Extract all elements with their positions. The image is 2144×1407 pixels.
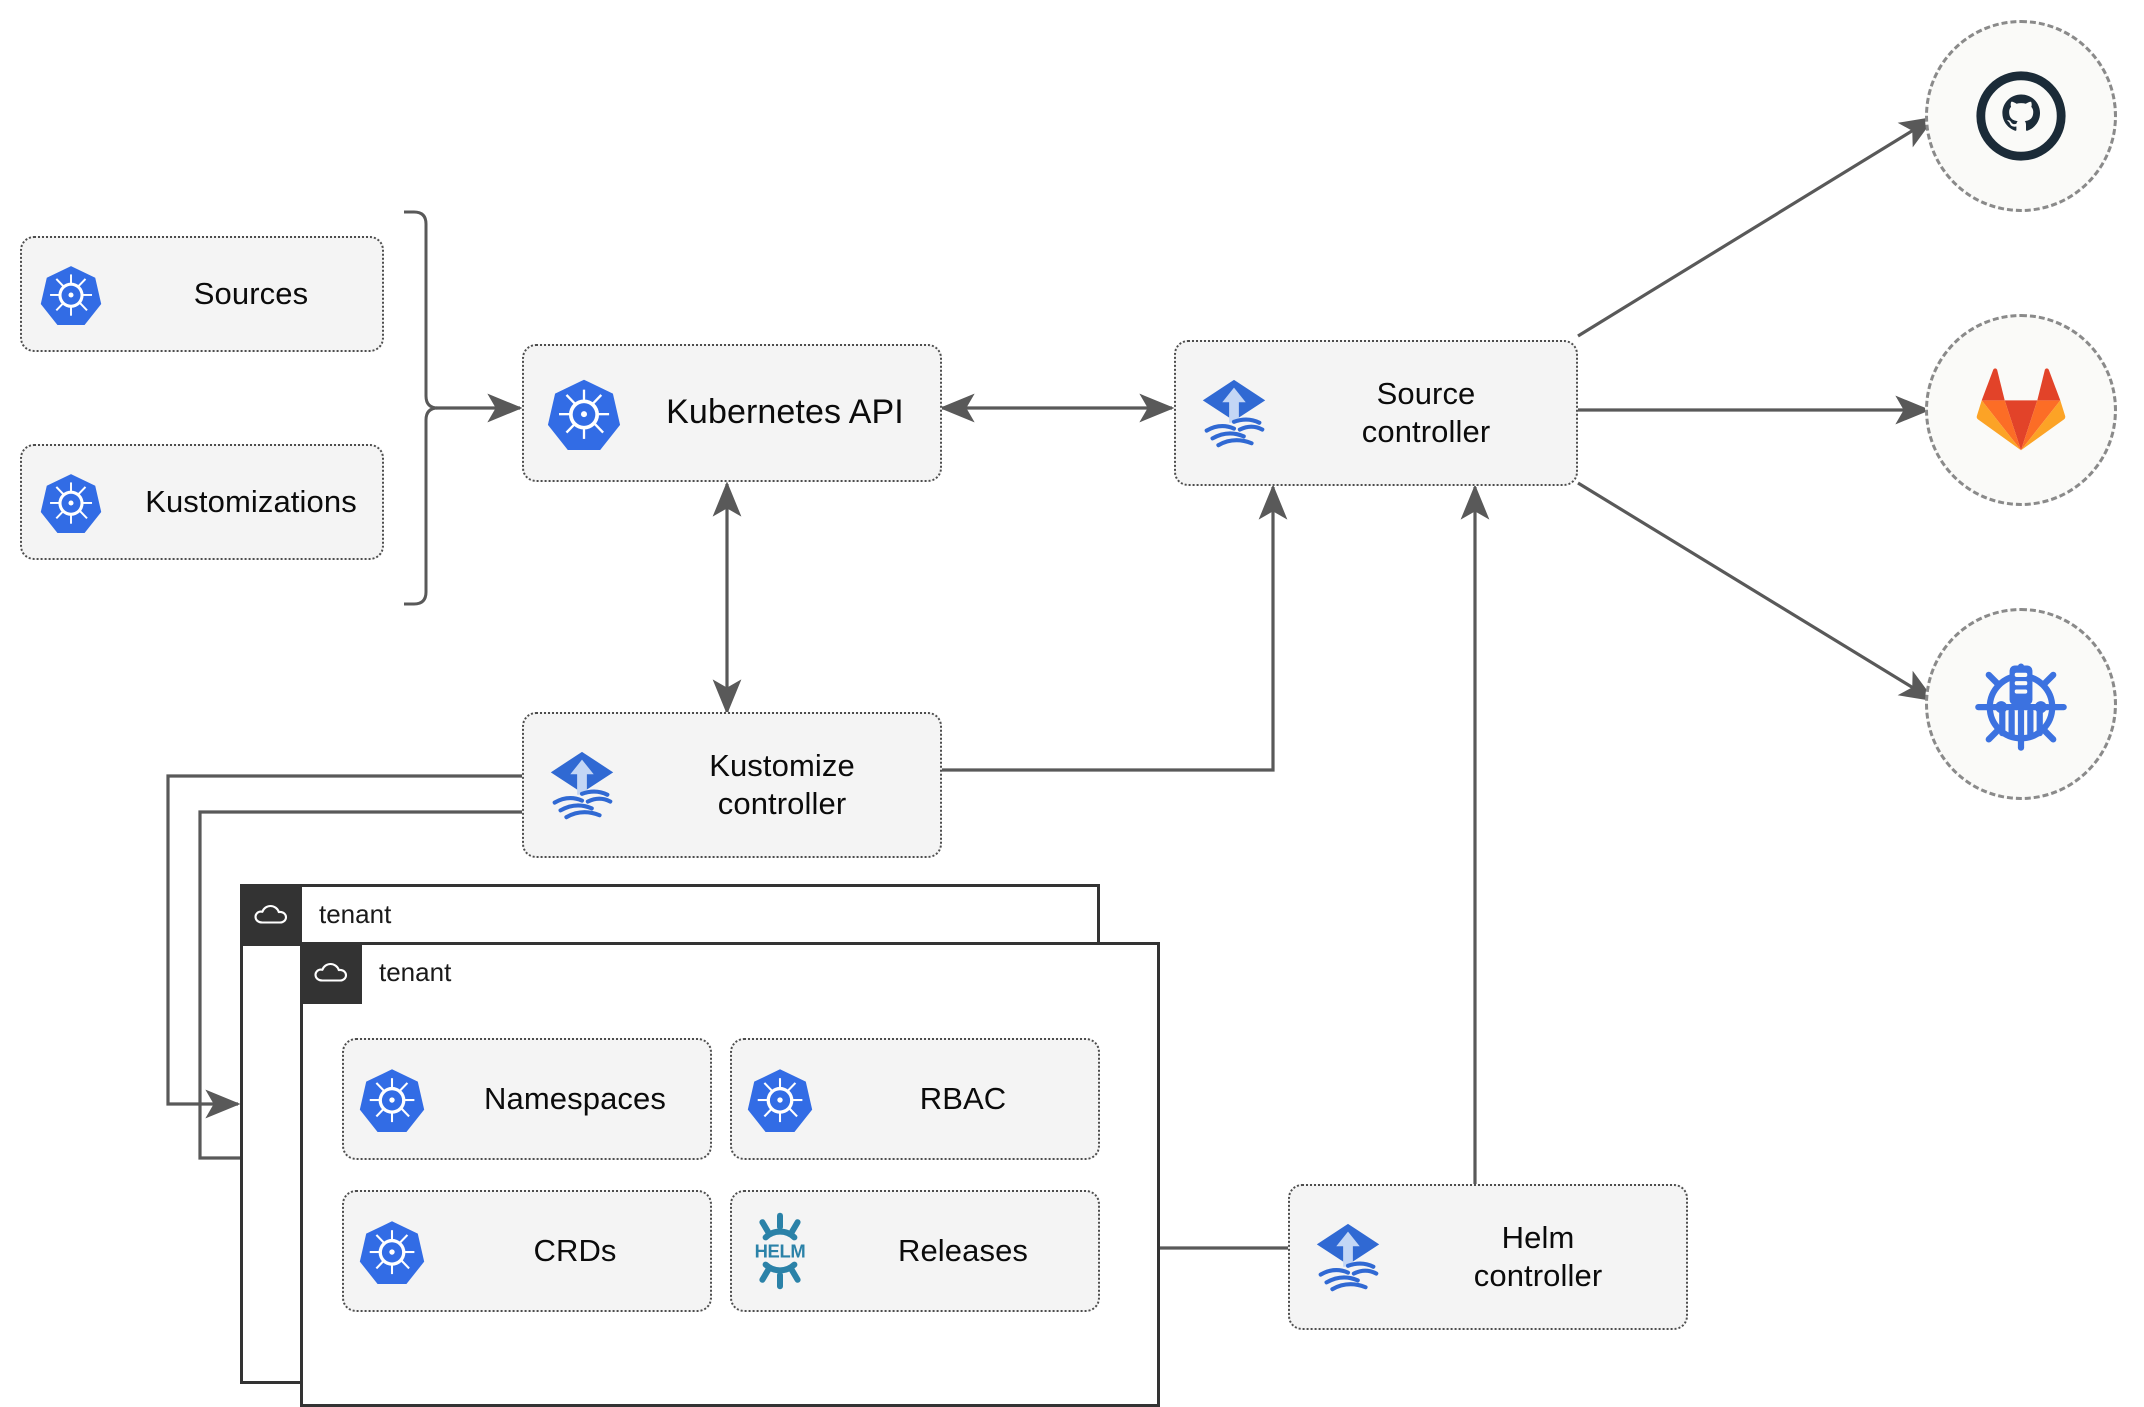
tenant-resource-crds[interactable]: CRDs bbox=[342, 1190, 712, 1312]
flux-icon bbox=[1290, 1218, 1406, 1296]
node-label: Helm controller bbox=[1473, 1220, 1603, 1293]
tenant-resource-rbac[interactable]: RBAC bbox=[730, 1038, 1100, 1160]
tenant-resource-label: CRDs bbox=[533, 1233, 617, 1269]
external-target-gitlab[interactable] bbox=[1925, 314, 2117, 506]
tenant-resource-label: RBAC bbox=[919, 1081, 1007, 1117]
edge-source-to-helm-repository bbox=[1577, 481, 1936, 702]
edge-source-to-github bbox=[1577, 116, 1936, 338]
tenant-name: tenant bbox=[319, 899, 392, 929]
tenant-resource-label: Namespaces bbox=[484, 1081, 666, 1117]
resource-label: Sources bbox=[193, 276, 309, 312]
cloud-icon bbox=[254, 904, 288, 924]
helm-repository-icon bbox=[1975, 663, 2067, 751]
tenant-name: tenant bbox=[379, 957, 452, 987]
svg-text:HELM: HELM bbox=[755, 1240, 806, 1261]
gitlab-icon bbox=[1976, 368, 2066, 451]
helm-icon: HELM bbox=[732, 1211, 828, 1291]
external-target-github[interactable] bbox=[1925, 20, 2117, 212]
node-label: Kubernetes API bbox=[666, 393, 904, 432]
edge-kustomize-to-source-controller bbox=[942, 484, 1288, 772]
tenant-resource-namespaces[interactable]: Namespaces bbox=[342, 1038, 712, 1160]
cloud-icon bbox=[314, 962, 348, 982]
tenant-tab bbox=[240, 884, 302, 946]
kubernetes-icon bbox=[22, 471, 120, 533]
kubernetes-icon bbox=[732, 1066, 828, 1132]
resource-label: Kustomizations bbox=[145, 484, 357, 520]
resource-card-kustomizations[interactable]: Kustomizations bbox=[20, 444, 384, 560]
kubernetes-icon bbox=[344, 1066, 440, 1132]
kubernetes-icon bbox=[524, 376, 644, 450]
node-label: Kustomize controller bbox=[709, 748, 855, 821]
node-helm-controller[interactable]: Helm controller bbox=[1288, 1184, 1688, 1330]
node-kustomize-controller[interactable]: Kustomize controller bbox=[522, 712, 942, 858]
flux-icon bbox=[1176, 374, 1292, 452]
tenant-tab bbox=[300, 942, 362, 1004]
external-target-helm-repository[interactable] bbox=[1925, 608, 2117, 800]
kubernetes-icon bbox=[22, 263, 120, 325]
github-icon bbox=[1976, 71, 2066, 161]
kubernetes-icon bbox=[344, 1218, 440, 1284]
node-source-controller[interactable]: Source controller bbox=[1174, 340, 1578, 486]
flux-icon bbox=[524, 746, 640, 824]
node-label: Source controller bbox=[1361, 376, 1491, 449]
edge-sources-bracket bbox=[404, 210, 439, 606]
resource-card-sources[interactable]: Sources bbox=[20, 236, 384, 352]
tenant-resource-label: Releases bbox=[897, 1233, 1029, 1269]
tenant-resource-releases[interactable]: HELM Releases bbox=[730, 1190, 1100, 1312]
tenant-frame-front[interactable]: tenant bbox=[300, 942, 1160, 1407]
node-kubernetes-api[interactable]: Kubernetes API bbox=[522, 344, 942, 482]
